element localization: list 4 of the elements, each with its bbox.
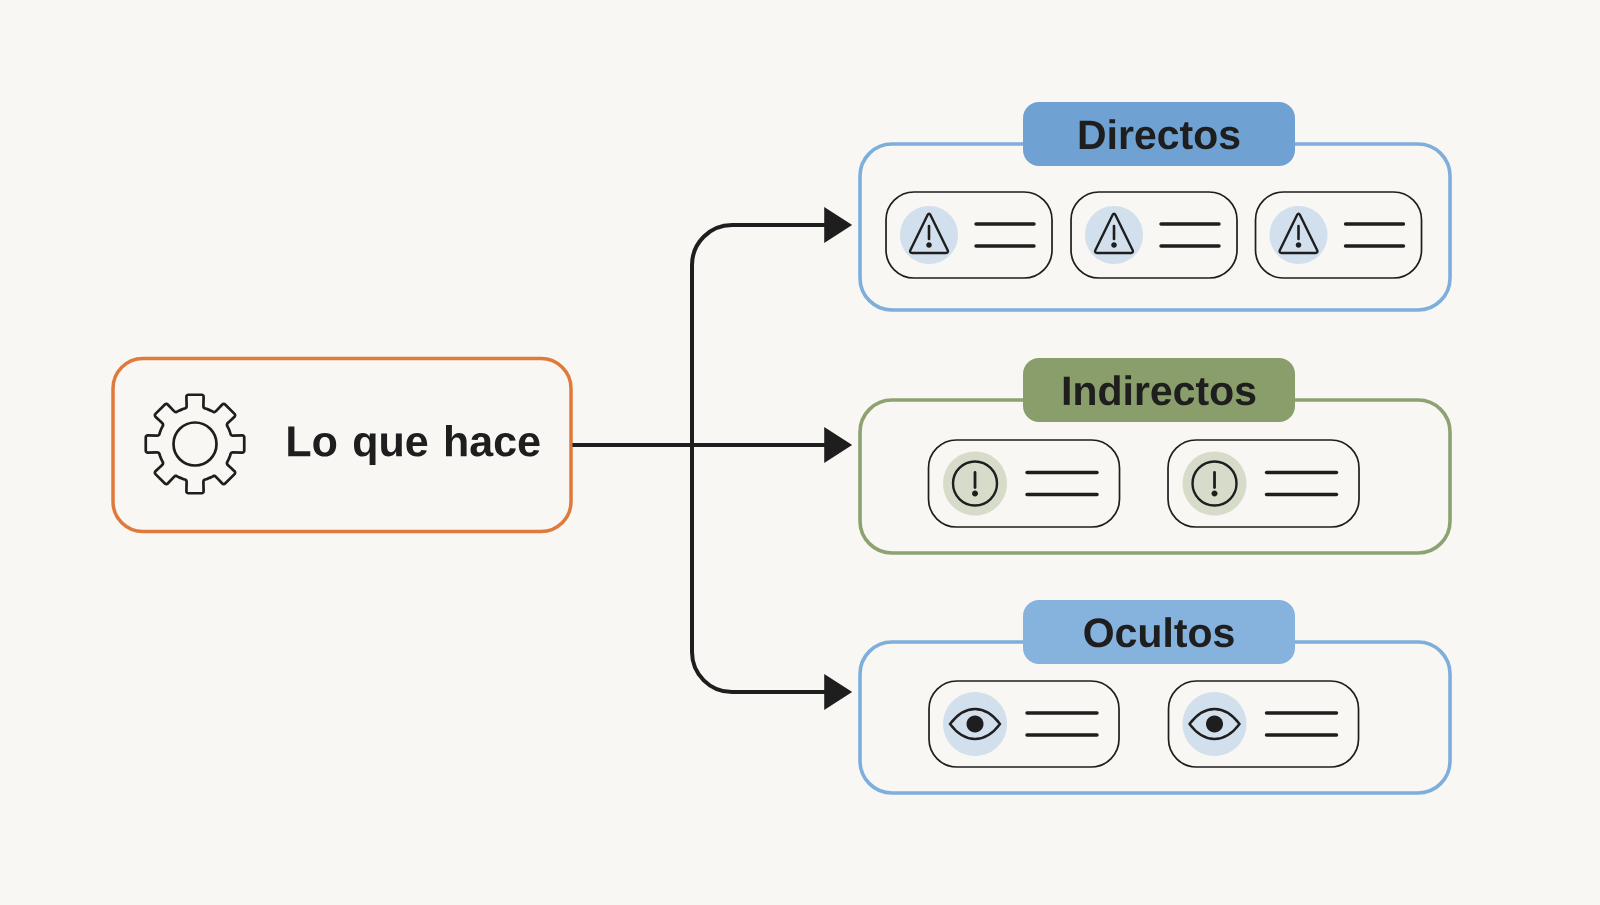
heading-tab: Indirectos bbox=[1023, 358, 1295, 422]
process-box: Lo que hace bbox=[111, 356, 573, 534]
heading-tab: Directos bbox=[1023, 102, 1295, 166]
heading-tab: Ocultos bbox=[1023, 600, 1295, 664]
